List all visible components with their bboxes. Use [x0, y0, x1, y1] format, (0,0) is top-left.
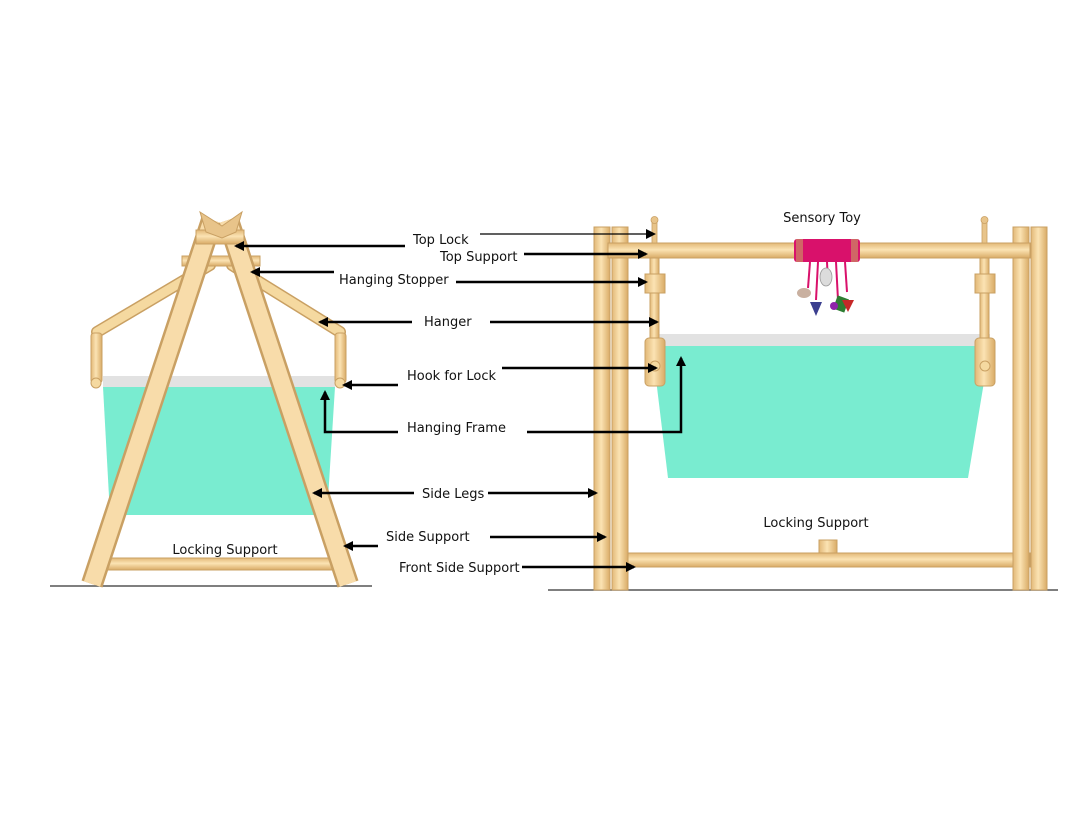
side-legs-left — [81, 216, 359, 588]
side-legs-right — [593, 226, 1048, 591]
locking-support-block — [818, 539, 838, 554]
front-side-support-bar — [611, 552, 1031, 568]
locking-support-label-left: Locking Support — [172, 543, 277, 558]
hanging-stopper-left — [181, 255, 261, 267]
locking-support-label-right: Locking Support — [763, 516, 868, 531]
sensory-toy-label: Sensory Toy — [783, 211, 861, 226]
front-view: Sensory Toy Locking Support — [548, 211, 1058, 591]
sensory-toy — [794, 239, 860, 316]
side-view: Locking Support — [50, 210, 372, 588]
hanging-frame-label: Hanging Frame — [407, 421, 506, 436]
hanger-label: Hanger — [424, 315, 472, 330]
side-legs-label: Side Legs — [422, 487, 485, 502]
hanging-frame-arrow-left — [320, 390, 398, 434]
hanging-frame-arrow-right — [527, 356, 686, 434]
top-support-label: Top Support — [439, 250, 517, 265]
hanging-frame-basket-right — [652, 334, 990, 478]
locking-support-bar-left — [95, 557, 347, 571]
hanging-frame-basket-left — [103, 376, 335, 515]
front-side-support-label: Front Side Support — [399, 561, 520, 576]
hanging-stopper-label: Hanging Stopper — [339, 273, 449, 288]
hanger-left — [90, 259, 347, 389]
top-lock-label: Top Lock — [412, 233, 469, 248]
callouts: Top Lock Top Support Hanging Stopper Han… — [234, 229, 686, 576]
top-lock-left — [195, 210, 245, 245]
hook-for-lock-label: Hook for Lock — [407, 369, 496, 384]
side-support-label: Side Support — [386, 530, 470, 545]
